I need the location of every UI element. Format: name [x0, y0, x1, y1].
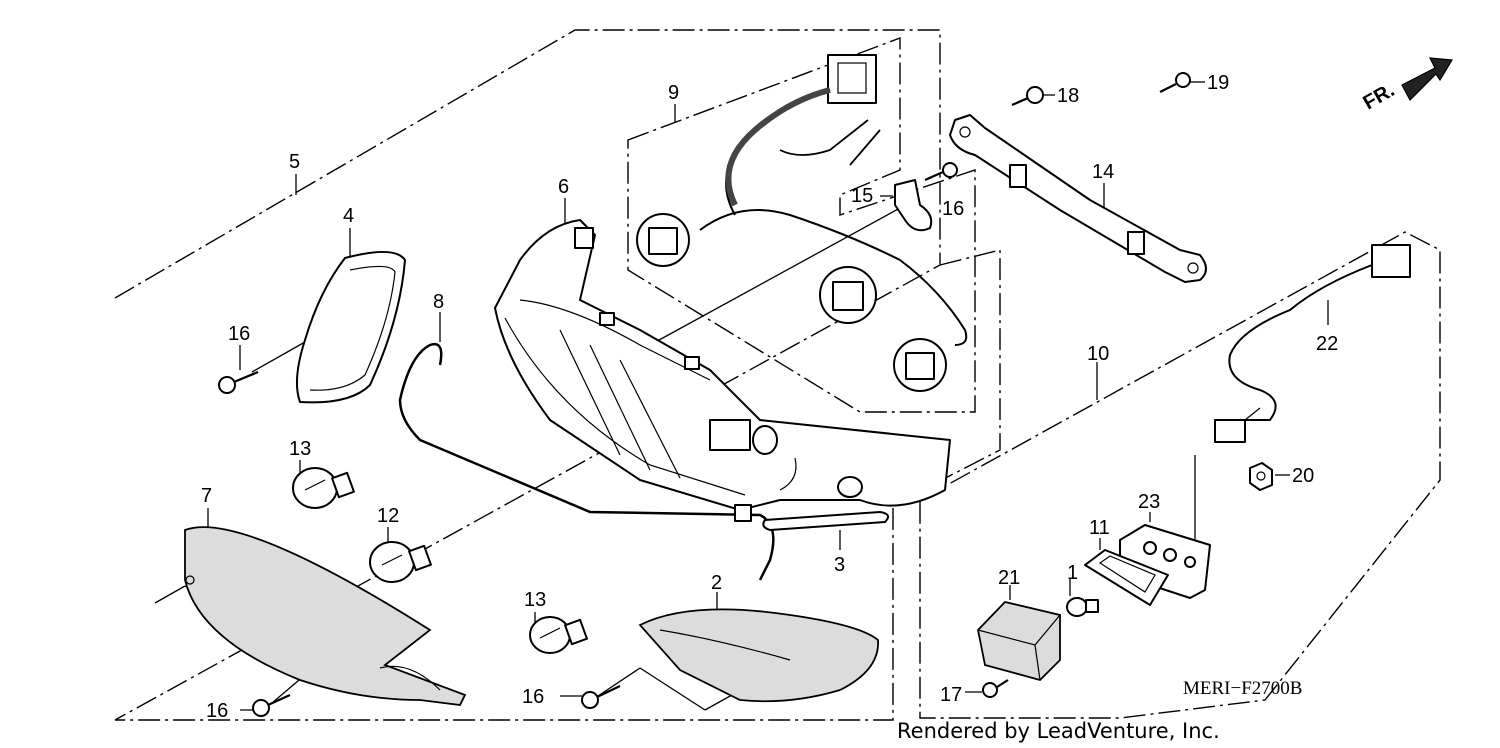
callout-3: 3 — [834, 554, 845, 576]
screw-16-upper-left — [218, 370, 259, 394]
part-14-mounting-stay — [949, 114, 1207, 283]
part-13-bulb-lower — [529, 616, 588, 654]
part-12-bulb — [369, 541, 432, 583]
callout-13-lower: 13 — [524, 589, 546, 611]
screw-16-bottom — [581, 685, 621, 709]
screws — [218, 72, 1191, 717]
callout-23: 23 — [1138, 491, 1160, 513]
callout-4: 4 — [343, 205, 354, 227]
callout-16-upper-left: 16 — [228, 323, 250, 345]
part-6-taillight-housing — [494, 219, 951, 522]
callout-11: 11 — [1089, 517, 1110, 539]
callout-19: 19 — [1207, 72, 1229, 94]
part-3-reflector-strip — [762, 511, 890, 531]
part-9-socket-harness — [636, 54, 968, 392]
screw-16-lower-left — [252, 693, 291, 717]
callout-labels: 1 2 3 4 5 6 7 8 9 10 11 12 13 13 14 15 1… — [201, 72, 1338, 722]
drawing-code: MERI−F2700B — [1183, 678, 1302, 699]
credit-text: Rendered by LeadVenture, Inc. — [897, 719, 1220, 743]
part-21-license-lens — [977, 601, 1061, 682]
boundary-assembly-5 — [114, 29, 1001, 721]
callout-18: 18 — [1057, 85, 1079, 107]
callout-7: 7 — [201, 485, 212, 507]
screw-19 — [1159, 72, 1191, 93]
part-15-clip — [894, 179, 933, 232]
screw-17 — [982, 679, 1009, 698]
callout-1: 1 — [1067, 562, 1078, 584]
screw-16-clip — [924, 162, 958, 182]
part-4-reflector-lens — [296, 250, 406, 404]
callout-5: 5 — [289, 151, 300, 173]
part-20-nut — [1249, 462, 1273, 491]
part-13-bulb-upper — [292, 467, 355, 509]
part-1-wedge-bulb — [1066, 597, 1099, 617]
callout-2: 2 — [711, 572, 722, 594]
callout-13-upper: 13 — [289, 438, 311, 460]
screw-18 — [1011, 86, 1044, 107]
callout-22: 22 — [1316, 333, 1338, 355]
callout-9: 9 — [668, 82, 679, 104]
part-11-gasket — [1084, 549, 1169, 606]
callout-14: 14 — [1092, 161, 1114, 183]
callout-16-bottom: 16 — [522, 686, 544, 708]
callout-12: 12 — [377, 505, 399, 527]
callout-15: 15 — [851, 185, 873, 207]
part-7-rear-cover — [184, 526, 467, 706]
direction-label: FR. — [1360, 79, 1399, 114]
callout-8: 8 — [433, 291, 444, 313]
callout-6: 6 — [558, 176, 569, 198]
callout-16-lower-left: 16 — [206, 700, 228, 722]
callout-20: 20 — [1292, 465, 1314, 487]
front-direction-arrow: FR. — [1360, 57, 1454, 114]
boundary-assembly-10 — [919, 231, 1441, 719]
callout-17: 17 — [940, 684, 962, 706]
callout-21: 21 — [998, 567, 1020, 589]
part-22-license-light-harness — [1214, 244, 1411, 443]
part-2-side-lens — [638, 608, 879, 703]
callout-10: 10 — [1087, 343, 1109, 365]
callout-16-clip: 16 — [942, 198, 964, 220]
